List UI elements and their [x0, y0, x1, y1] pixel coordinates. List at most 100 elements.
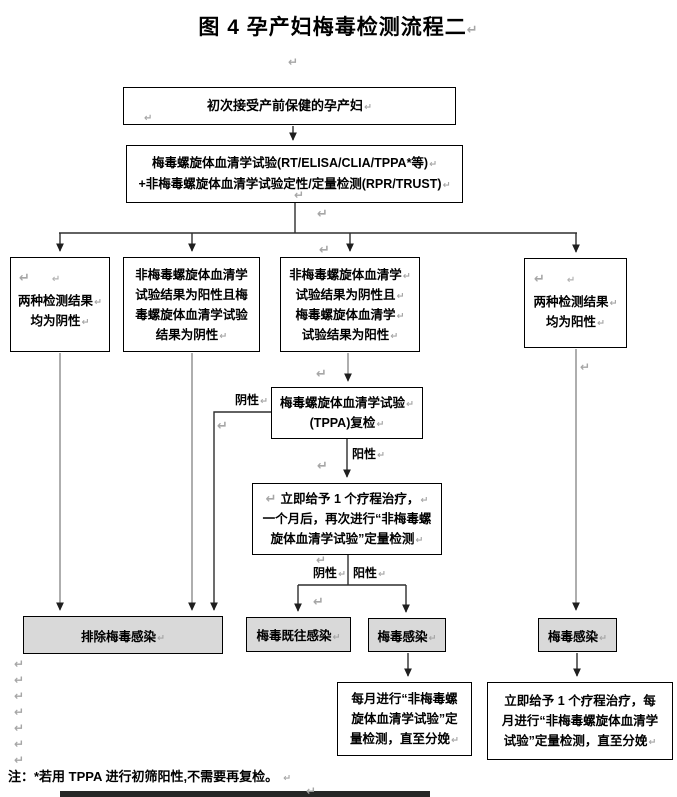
- title-text: 图 4 孕产妇梅毒检测流程二: [198, 16, 467, 39]
- past-infection-label: 梅毒既往感染: [256, 629, 332, 643]
- branch-nontrep-pos-trep-neg-box: 非梅毒螺旋体血清学 试验结果为阳性且梅 毒螺旋体血清学试验 结果为阴性↵: [123, 257, 260, 352]
- return-mark: ↵: [406, 399, 414, 410]
- tppa-recheck-box: 梅毒螺旋体血清学试验↵ (TPPA)复检↵: [271, 387, 423, 439]
- footnote-text: 注：*若用 TPPA 进行初筛阳性,不需要再复检。: [8, 769, 279, 784]
- monthly-line-1: 每月进行“非梅毒螺: [351, 692, 458, 706]
- return-mark: ↵: [599, 632, 607, 644]
- return-mark: ↵: [534, 271, 545, 286]
- return-mark: ↵: [157, 632, 165, 644]
- bottom-edge-bar: [60, 791, 430, 797]
- return-mark: ↵: [288, 55, 299, 69]
- past-infection-box: 梅毒既往感染↵: [246, 617, 351, 652]
- treat-and-monitor-box: 立即给予 1 个疗程治疗，每 月进行“非梅毒螺旋体血清学 试验”定量检测，直至分…: [487, 682, 673, 760]
- branch-both-positive-box: ↵↵ 两种检测结果↵ 均为阳性↵: [524, 258, 627, 348]
- branch3-line-4: 试验结果为阳性: [301, 327, 390, 342]
- return-mark: ↵: [19, 270, 30, 285]
- monthly-line-2: 旋体血清学试验”定: [351, 712, 458, 726]
- return-mark: ↵: [566, 275, 576, 286]
- treatment-line-1: 立即给予 1 个疗程治疗，: [280, 491, 420, 506]
- screening-box: 梅毒螺旋体血清学试验(RT/ELISA/CLIA/TPPA*等)↵ +非梅毒螺旋…: [126, 145, 463, 203]
- branch-both-negative-box: ↵↵ 两种检测结果↵ 均为阴性↵: [10, 257, 110, 352]
- treat-monitor-line-1: 立即给予 1 个疗程治疗，每: [504, 694, 656, 708]
- return-mark: ↵: [283, 773, 292, 784]
- return-mark: ↵: [313, 594, 324, 609]
- return-mark: ↵: [14, 721, 25, 735]
- return-mark: ↵: [428, 632, 437, 644]
- treat-monitor-line-2: 月进行“非梅毒螺旋体血清学: [501, 714, 659, 728]
- footnote: 注：*若用 TPPA 进行初筛阳性,不需要再复检。 ↵: [8, 766, 291, 785]
- return-mark: ↵: [420, 494, 429, 506]
- return-mark: ↵: [294, 188, 305, 202]
- return-mark: ↵: [580, 360, 591, 374]
- return-mark: ↵: [648, 737, 657, 748]
- label-text: 阴性: [235, 393, 260, 407]
- treat-monitor-line-3: 试验”定量检测，直至分娩: [503, 734, 648, 748]
- return-mark: ↵: [14, 705, 25, 719]
- return-mark: ↵: [219, 330, 228, 342]
- branch4-line-2: 均为阳性: [546, 314, 597, 329]
- return-mark: ↵: [94, 296, 102, 308]
- tppa-line-2: (TPPA)复检: [309, 416, 376, 430]
- return-mark: ↵: [376, 419, 385, 430]
- return-mark: ↵: [51, 274, 61, 285]
- return-mark: ↵: [429, 158, 438, 170]
- tppa-line-1: 梅毒螺旋体血清学试验: [280, 396, 406, 410]
- label-tppa-positive: 阳性↵: [352, 445, 385, 462]
- return-mark: ↵: [217, 418, 228, 433]
- return-mark: ↵: [396, 310, 405, 322]
- return-mark: ↵: [14, 737, 25, 751]
- infection-box-right: 梅毒感染↵: [538, 618, 617, 652]
- label-text: 阳性: [353, 566, 378, 580]
- label-text: 阴性: [313, 566, 338, 580]
- return-mark: ↵: [14, 753, 25, 767]
- return-mark: ↵: [332, 632, 341, 643]
- screening-line-2: +非梅毒螺旋体血清学试验定性/定量检测(RPR/TRUST): [138, 177, 442, 191]
- infection-box-middle: 梅毒感染↵: [368, 618, 446, 652]
- excluded-box: 排除梅毒感染↵: [23, 616, 223, 654]
- return-mark: ↵: [597, 317, 605, 329]
- branch2-line-4: 结果为阴性: [155, 327, 219, 342]
- return-mark: ↵: [390, 330, 399, 342]
- branch2-line-2: 试验结果为阳性且梅: [135, 287, 248, 302]
- return-mark: ↵: [364, 101, 372, 113]
- treatment-line-2: 一个月后，再次进行“非梅毒螺: [262, 512, 432, 527]
- return-mark: ↵: [378, 569, 386, 580]
- return-mark: ↵: [14, 657, 25, 671]
- return-mark: ↵: [338, 569, 346, 580]
- treatment-line-3: 旋体血清学试验”定量检测: [270, 532, 415, 547]
- flowchart-title: 图 4 孕产妇梅毒检测流程二↵: [0, 11, 677, 41]
- label-quant-negative: 阴性↵: [300, 564, 346, 581]
- monthly-line-3: 量检测，直至分娩: [350, 732, 451, 746]
- return-mark: ↵: [260, 396, 268, 407]
- return-mark: ↵: [316, 366, 327, 381]
- return-mark: ↵: [316, 553, 327, 567]
- branch1-line-2: 均为阴性: [30, 313, 81, 328]
- branch-nontrep-neg-trep-pos-box: 非梅毒螺旋体血清学↵ 试验结果为阴性且↵ 梅毒螺旋体血清学↵ 试验结果为阳性↵: [280, 257, 420, 352]
- branch3-line-2: 试验结果为阴性且: [295, 287, 396, 302]
- branch1-line-1: 两种检测结果: [18, 293, 94, 308]
- branch2-line-3: 毒螺旋体血清学试验: [135, 307, 248, 322]
- screening-line-1: 梅毒螺旋体血清学试验(RT/ELISA/CLIA/TPPA*等): [151, 155, 429, 170]
- excluded-label: 排除梅毒感染: [81, 629, 157, 644]
- label-tppa-negative: 阴性↵: [220, 391, 268, 408]
- monthly-monitoring-box: 每月进行“非梅毒螺 旋体血清学试验”定 量检测，直至分娩↵: [337, 682, 472, 756]
- infection-middle-label: 梅毒感染: [377, 629, 428, 644]
- label-quant-positive: 阳性↵: [353, 564, 386, 581]
- return-mark: ↵: [402, 270, 411, 282]
- return-mark: ↵: [415, 535, 424, 547]
- branch3-line-1: 非梅毒螺旋体血清学: [289, 267, 402, 282]
- return-mark: ↵: [466, 22, 479, 37]
- branch2-line-1: 非梅毒螺旋体血清学: [135, 267, 248, 282]
- return-mark: ↵: [14, 689, 25, 703]
- return-mark: ↵: [14, 673, 25, 687]
- return-mark: ↵: [317, 206, 328, 221]
- return-mark: ↵: [306, 784, 317, 797]
- return-mark: ↵: [377, 450, 385, 461]
- return-mark: ↵: [442, 180, 451, 191]
- start-box: 初次接受产前保健的孕产妇↵: [123, 87, 456, 125]
- return-mark: ↵: [317, 458, 328, 473]
- start-box-text: 初次接受产前保健的孕产妇: [207, 97, 364, 113]
- return-mark: ↵: [265, 490, 277, 506]
